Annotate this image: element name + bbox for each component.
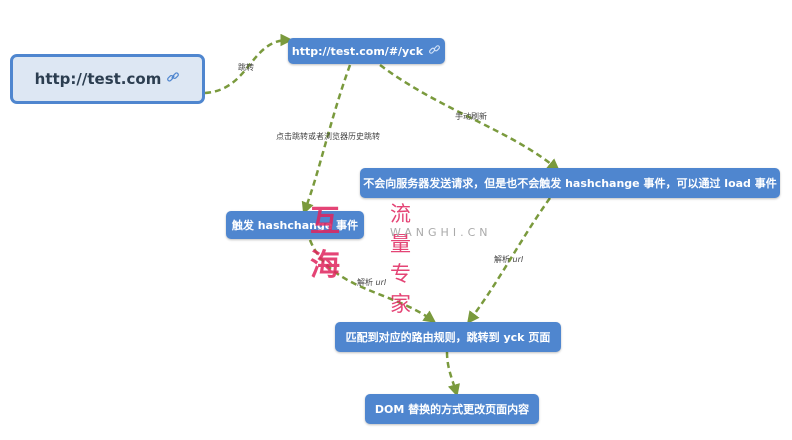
node-root-label: http://test.com [34,70,162,88]
node-match-route-label: 匹配到对应的路由规则，跳转到 yck 页面 [345,331,551,344]
edge-label-jump: 跳转 [238,63,254,72]
edge-label-parse-url-right: 解析 url [494,255,524,264]
edge-hashchange-to-match [308,239,437,323]
link-icon [428,43,441,59]
edge-refresh-to-match [467,197,552,325]
node-hash-url[interactable]: http://test.com/#/yck [288,38,445,64]
node-root-url[interactable]: http://test.com [10,54,205,104]
node-dom-replace-label: DOM 替换的方式更改页面内容 [374,403,530,416]
edge-label-parse-url-left: 解析 url [357,278,387,287]
edge-label-click-or-history: 点击跳转或者浏览器历史跳转 [276,132,380,141]
link-icon [166,70,180,88]
edge-match-to-dom [445,351,460,397]
node-trigger-hashchange[interactable]: 触发 hashchange 事件 [226,211,364,239]
edge-root-to-hash [204,33,293,95]
node-hash-url-label: http://test.com/#/yck [291,44,424,58]
edge-hash-to-refresh [379,63,560,172]
node-trigger-hashchange-label: 触发 hashchange 事件 [231,219,359,232]
edge-label-manual-refresh: 手动刷新 [455,112,487,121]
node-no-request[interactable]: 不会向服务器发送请求，但是也不会触发 hashchange 事件，可以通过 lo… [360,168,780,198]
node-dom-replace[interactable]: DOM 替换的方式更改页面内容 [365,394,539,424]
node-match-route[interactable]: 匹配到对应的路由规则，跳转到 yck 页面 [335,322,561,352]
node-no-request-label: 不会向服务器发送请求，但是也不会触发 hashchange 事件，可以通过 lo… [363,177,777,190]
edge-hash-to-hashchange [301,64,352,215]
